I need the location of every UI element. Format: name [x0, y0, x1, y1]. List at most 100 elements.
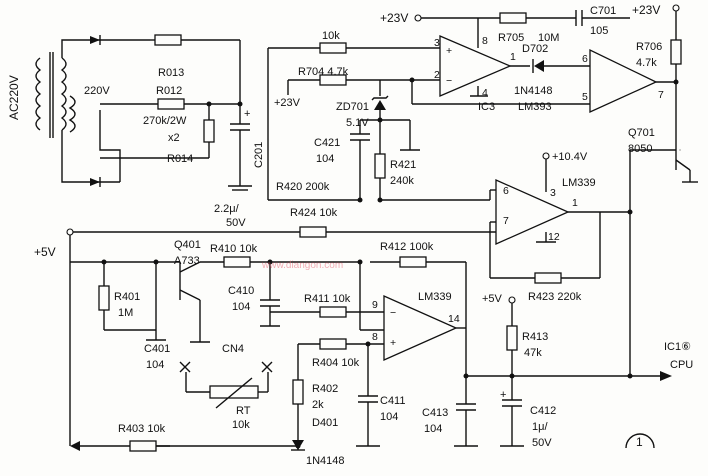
zd701-label: ZD701 [336, 101, 369, 113]
r-10k-top-label: 10k [322, 30, 340, 42]
plus5v-right-label: +5V [482, 293, 503, 305]
resistor-r012 [157, 98, 185, 110]
zd701-value-label: 5.1V [346, 117, 369, 129]
lm339u-pin3: 3 [550, 187, 556, 199]
c411-label: C411 [380, 395, 405, 407]
watermark-text: www.diangon.com [261, 260, 343, 271]
lm339l-pin14: 14 [448, 313, 460, 325]
c201-plus-label: + [244, 108, 250, 120]
lm393b-pin5: 5 [582, 91, 588, 103]
c410-label: C410 [228, 285, 254, 297]
resistor-r424 [299, 226, 327, 238]
lm339-upper-label: LM339 [562, 177, 596, 189]
q701-label: Q701 [628, 127, 655, 139]
c412-value-label: 1μ/ [532, 421, 548, 433]
lm339u-pin6: 6 [503, 185, 509, 197]
q401-label: Q401 [174, 239, 201, 251]
resistor-r404 [319, 338, 347, 350]
r410-label: R410 10k [210, 243, 258, 255]
resistor-10k-top [319, 42, 347, 54]
r413-value-label: 47k [524, 347, 542, 359]
resistor-r705 [499, 12, 527, 24]
resistor-r401 [98, 285, 110, 311]
r421-value-label: 240k [390, 175, 414, 187]
plus23v-top-label: +23V [380, 11, 408, 25]
d702-part-label: 1N4148 [514, 85, 553, 97]
figure-number: 1 [636, 435, 643, 449]
c201-label: C201 [253, 142, 265, 168]
r412-label: R412 100k [380, 241, 434, 253]
c412-plus-label: + [500, 389, 506, 401]
q401-part-label: A733 [174, 255, 200, 267]
d702-label: D702 [522, 43, 548, 55]
c411-value-label: 104 [380, 411, 398, 423]
r402-value-label: 2k [312, 399, 324, 411]
r424-label: R424 10k [290, 207, 338, 219]
r012-multiplier-label: x2 [168, 132, 180, 144]
resistor-r410 [223, 256, 251, 268]
comparator-lm339-upper [495, 178, 570, 246]
resistor-r013 [154, 34, 182, 46]
c201-value-label: 2.2μ/ [214, 203, 240, 215]
ac220v-label: AC220V [7, 75, 21, 120]
cpu-label: CPU [670, 359, 693, 371]
transformer [35, 39, 100, 183]
plus23v-left-label: +23V [274, 97, 301, 109]
secondary-voltage-label: 220V [84, 85, 110, 97]
r014-label: R014 [167, 153, 193, 165]
r423-label: R423 220k [528, 291, 582, 303]
rt-label: RT [236, 405, 251, 417]
resistor-r014 [203, 119, 215, 143]
r706-label: R706 [636, 41, 662, 53]
resistor-r402 [292, 379, 304, 405]
r704-label: R704 4.7k [298, 66, 349, 78]
resistor-r421 [374, 153, 386, 179]
c401-label: C401 [144, 343, 170, 355]
c410-value-label: 104 [232, 301, 250, 313]
c701-label: C701 [590, 5, 616, 17]
resistor-r706 [670, 39, 682, 65]
resistor-r412 [399, 256, 427, 268]
lm339l-minus: − [390, 307, 396, 319]
resistor-r413 [506, 325, 518, 351]
c412-voltage-label: 50V [532, 437, 552, 449]
q701-part-label: 8050 [628, 143, 652, 155]
r705-label: R705 [498, 32, 524, 44]
resistor-r423 [534, 272, 562, 284]
ic3-plus: + [446, 45, 452, 57]
ic3-pin4: 4 [482, 87, 488, 99]
thermistor-rt [209, 385, 259, 399]
lm393b-pin6: 6 [582, 53, 588, 65]
rectifier-diodes [90, 35, 150, 187]
r705-value-label: 10M [538, 32, 559, 44]
r402-label: R402 [312, 383, 338, 395]
r012-value-label: 270k/2W [143, 115, 187, 127]
lm339u-pin7: 7 [503, 215, 509, 227]
r413-label: R413 [522, 331, 548, 343]
r420-label: R420 200k [276, 181, 330, 193]
r401-value-label: 1M [118, 307, 133, 319]
d401-label: D401 [312, 417, 338, 429]
c413-label: C413 [422, 407, 448, 419]
lm339u-pin12: 12 [548, 231, 560, 243]
lm393b-pin7: 7 [658, 89, 664, 101]
c421-label: C421 [314, 137, 340, 149]
plus5v-left-label: +5V [34, 245, 56, 259]
rt-value-label: 10k [232, 419, 250, 431]
ic3-minus: − [446, 75, 452, 87]
r401-label: R401 [114, 291, 140, 303]
r404-label: R404 10k [312, 357, 360, 369]
r411-label: R411 10k [304, 293, 351, 305]
r403-label: R403 10k [118, 423, 166, 435]
c412-label: C412 [530, 405, 556, 417]
cn4-label: CN4 [222, 343, 244, 355]
comparator-lm393-b [589, 48, 658, 114]
c413-value-label: 104 [424, 423, 442, 435]
lm339u-pin1: 1 [572, 197, 578, 209]
lm339l-plus: + [390, 337, 396, 349]
r013-label: R013 [158, 67, 184, 79]
resistor-r403 [129, 440, 157, 452]
r012-label: R012 [156, 85, 182, 97]
